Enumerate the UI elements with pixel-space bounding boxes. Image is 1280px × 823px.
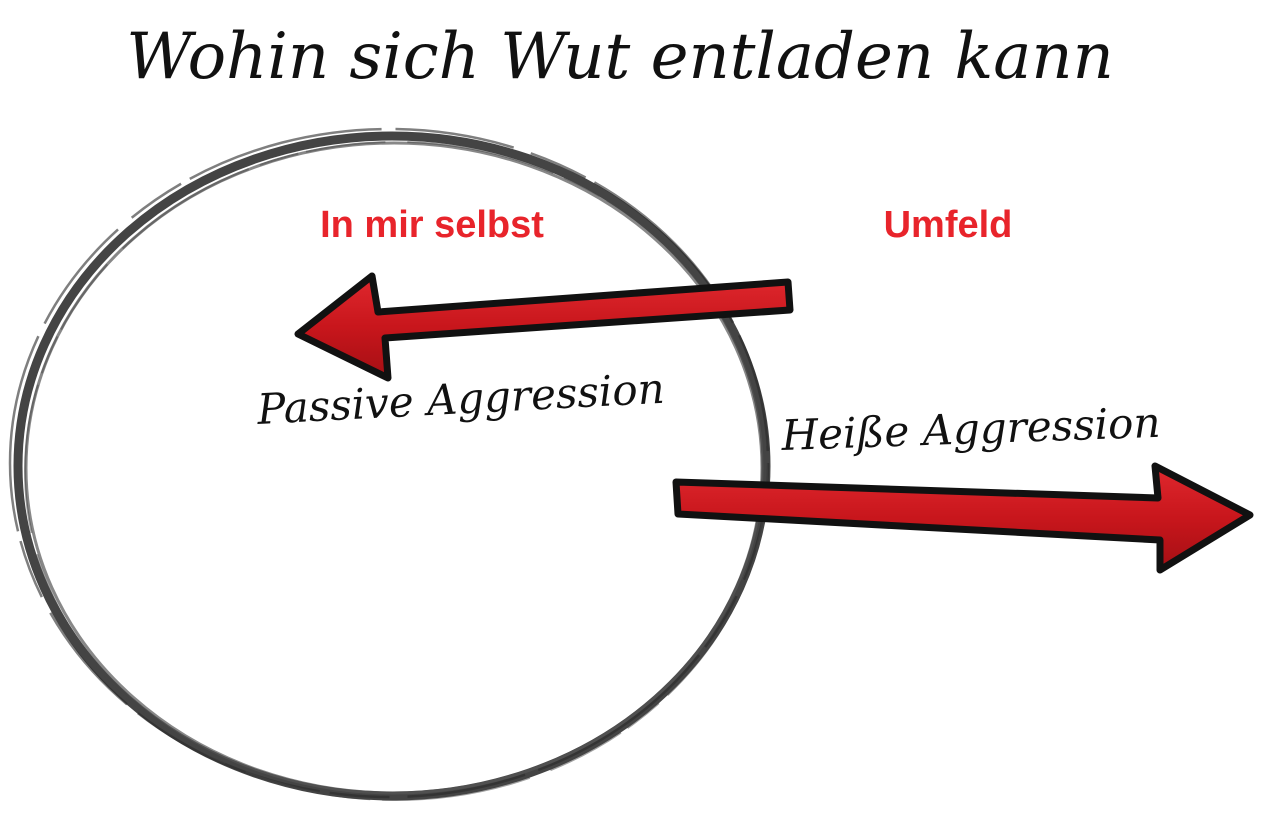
inward-arrow-label: Passive Aggression: [255, 364, 666, 434]
outward-arrow: [672, 462, 1254, 574]
self-circle: [8, 127, 771, 801]
region-label-outer: Umfeld: [884, 204, 1013, 246]
inward-arrow: [294, 272, 794, 382]
diagram-title: Wohin sich Wut entladen kann: [126, 20, 1114, 94]
outward-arrow-label: Heiße Aggression: [780, 398, 1162, 460]
region-label-inner: In mir selbst: [320, 204, 544, 246]
